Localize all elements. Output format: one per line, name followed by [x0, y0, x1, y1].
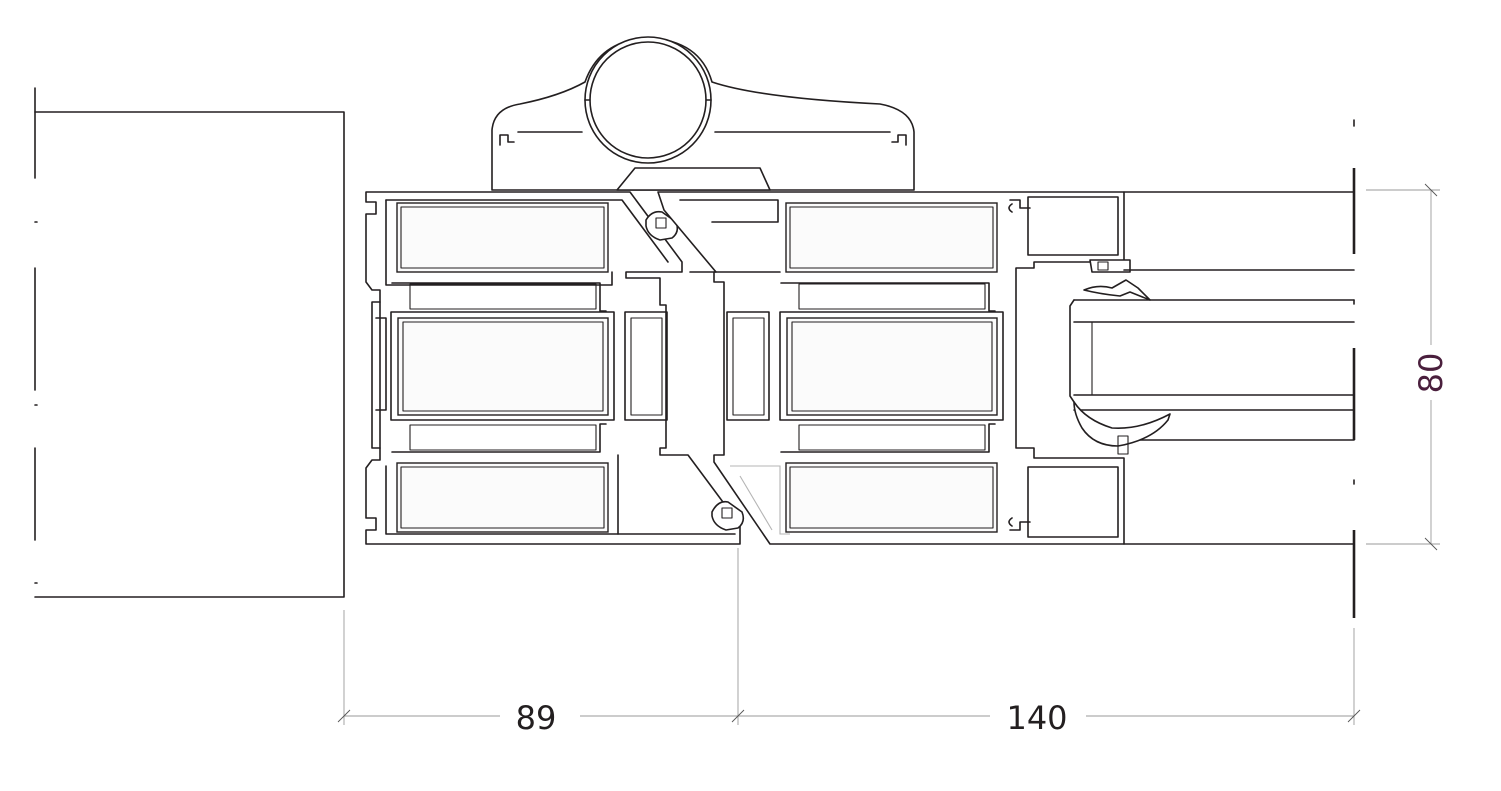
glazing-unit [1069, 119, 1356, 618]
hinge-handle [491, 36, 915, 191]
left-frame-profile [365, 191, 741, 545]
center-gaskets [645, 210, 745, 531]
dimension-label-right: 140 [1006, 699, 1067, 737]
right-sash-profile [657, 191, 1151, 545]
dimension-lines [337, 183, 1440, 725]
dimension-label-height: 80 [1412, 353, 1450, 394]
wall-block [34, 87, 345, 598]
dimension-label-left: 89 [516, 699, 557, 737]
